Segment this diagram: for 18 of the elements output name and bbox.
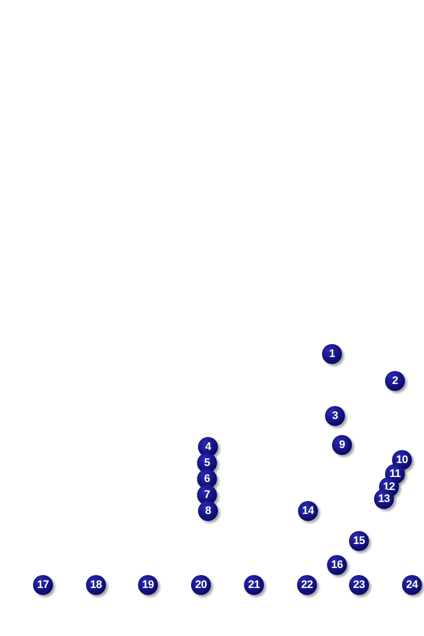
callout-number: 17	[33, 575, 53, 595]
callout-number: 19	[138, 575, 158, 595]
callout-number: 4	[198, 437, 218, 457]
callout-number: 8	[198, 501, 218, 521]
callout-number: 16	[327, 555, 347, 575]
callout-number: 9	[332, 435, 352, 455]
callout-number: 3	[325, 406, 345, 426]
callout-number: 24	[402, 575, 422, 595]
callout-number: 23	[349, 575, 369, 595]
callout-number: 15	[349, 531, 369, 551]
callout-number: 1	[322, 344, 342, 364]
callout-number: 2	[385, 371, 405, 391]
callout-number: 22	[297, 575, 317, 595]
callout-number: 21	[244, 575, 264, 595]
callout-number: 14	[298, 501, 318, 521]
callout-number: 20	[191, 575, 211, 595]
callout-number: 13	[374, 489, 394, 509]
callout-number: 18	[86, 575, 106, 595]
